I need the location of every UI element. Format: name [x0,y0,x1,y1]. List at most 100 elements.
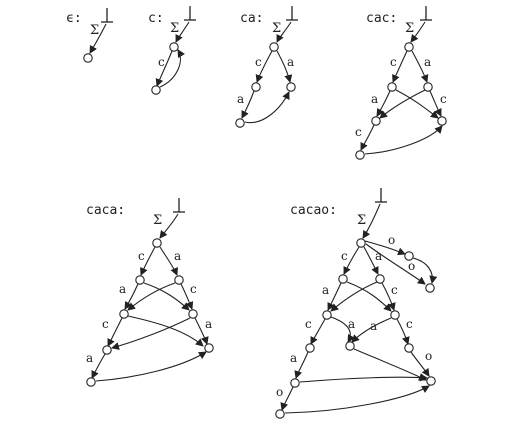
p3-label-c3: c [355,125,362,139]
p2-node-3 [235,118,245,128]
p5-edge-cross3 [330,316,355,343]
p3-node-3 [371,116,381,126]
p5-node-o1 [404,251,414,261]
p4-node-4 [188,309,198,319]
p2-node-2 [286,82,296,92]
p4-label-a: a [174,249,181,263]
p0-label-sigma: Σ [90,23,99,38]
p4-edge-cross1 [143,282,190,311]
p5-label-c: c [341,249,348,263]
p5-edge-cross1 [346,281,392,312]
p5-edge-o4 [280,386,294,411]
p5-node-9 [426,376,436,386]
panel-title-caca: caca: [86,203,126,218]
panel-title-cac: cac: [366,11,398,26]
p3-node-4 [437,116,447,126]
p5-node-8 [290,378,300,388]
p2-edge-c [255,50,273,83]
p4-node-6 [204,343,214,353]
p1-node-0 [169,42,179,52]
p4-label-c3: c [102,317,109,331]
p3-edge-cross1 [395,89,439,119]
p4-edge-a [159,246,178,276]
p5-edge-o1 [364,240,406,256]
p5-edge-cross5 [353,348,427,381]
p0-node-root [83,53,93,63]
p1-label-c: c [158,55,165,69]
p2-label-a: a [287,55,294,69]
p5-label-a4: a [370,319,377,333]
p2-edge-a [276,50,293,83]
p3-edge-sigma [410,21,426,43]
p2-node-0 [269,42,279,52]
p5-label-a5: a [290,351,297,365]
p3-node-0 [404,42,414,52]
panel-title-cacao: cacao: [290,203,337,218]
p4-node-5 [102,345,112,355]
p4-node-3 [119,309,129,319]
p3-edge-a [411,50,429,83]
p4-label-a4: a [86,351,93,365]
p1-label-sigma: Σ [170,21,179,36]
p5-label-c4: c [406,317,413,331]
p5-edge-c4 [396,318,410,345]
p4-label-c: c [138,249,145,263]
p3-edge-a2 [376,90,391,117]
p2-label-sigma: Σ [272,21,281,36]
p5-edge-c3 [310,318,326,345]
p4-edge-cross2 [127,282,176,311]
p2-edge-a2 [241,90,255,119]
p5-label-a3: a [348,317,355,331]
p3-label-c: c [390,55,397,69]
p2-label-a2: a [237,92,244,106]
p5-node-3 [322,310,332,320]
p3-label-sigma: Σ [405,21,414,36]
p3-edge-c [392,50,408,83]
p4-node-7 [86,377,96,387]
p5-label-o1: o [388,233,395,247]
p4-edge-sigma [159,213,179,239]
p5-edge-a2 [327,282,342,311]
p4-edge-a2 [124,283,139,310]
p5-edge-a [363,246,379,275]
p5-node-5 [305,343,315,353]
p5-edge-back2 [284,385,430,414]
p5-label-o4: o [276,385,283,399]
p5-edge-cross4 [351,317,392,343]
p3-edge-c2 [429,90,442,117]
p5-node-10 [275,409,285,419]
p5-node-o2 [425,283,435,293]
panel-title-epsilon: ϵ: [66,11,82,26]
p5-edge-sigma [362,203,381,239]
p5-node-1 [338,274,348,284]
p4-edge-c2 [180,283,194,310]
p1-edge-back [159,49,185,88]
p1-edge-sigma [175,21,190,43]
p5-node-7 [404,343,414,353]
p5-node-2 [375,274,385,284]
p5-edge-a5 [294,351,309,379]
p3-label-a2: a [371,92,378,106]
p4-edge-c [140,246,156,276]
p5-edge-o-link [412,257,438,284]
p2-label-c: c [255,55,262,69]
p4-label-c2: c [190,282,197,296]
p5-edge-c2 [381,282,396,311]
p2-edge-back [244,91,290,124]
p5-label-a2: a [322,283,329,297]
p4-label-a2: a [119,282,126,296]
p5-node-6 [345,341,355,351]
p4-node-0 [152,238,162,248]
p5-label-sigma: Σ [357,213,366,228]
p3-node-1 [387,82,397,92]
panel-title-ca: ca: [240,11,264,26]
p4-edge-a4 [91,353,106,379]
p2-edge-sigma [276,21,292,43]
p3-node-2 [423,82,433,92]
p4-node-1 [135,275,145,285]
p3-label-a: a [424,55,431,69]
p3-label-c2: c [440,92,447,106]
p5-label-o3: o [425,349,432,363]
